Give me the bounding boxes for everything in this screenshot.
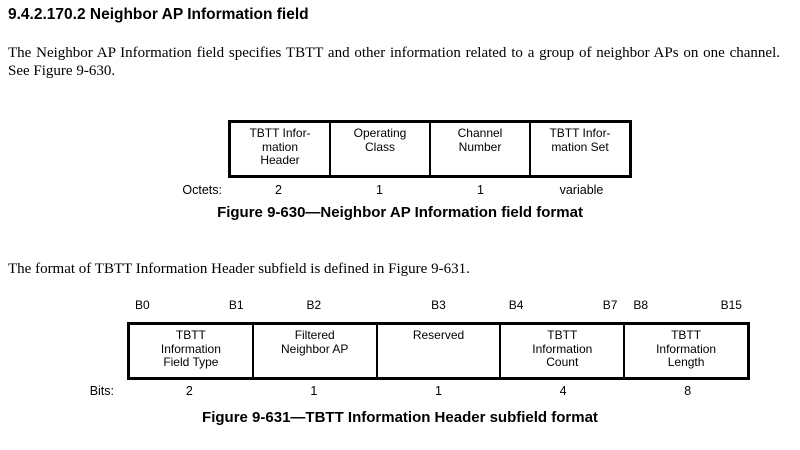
- field-cell-filtered-neighbor-ap: Filtered Neighbor AP: [251, 325, 376, 377]
- bits-value: 1: [435, 384, 442, 398]
- field-cell-tbtt-information-count: TBTT Information Count: [499, 325, 623, 377]
- bits-value: 8: [684, 384, 692, 398]
- field-cell-tbtt-information-header: TBTT Infor- mation Header: [249, 126, 311, 167]
- bit-range-label: B3: [376, 298, 501, 312]
- bit-end-label: B1: [228, 298, 244, 312]
- figure-631-caption: Figure 9-631—TBTT Information Header sub…: [202, 409, 598, 426]
- octets-value: 2: [275, 183, 282, 197]
- figure-631-field-row: TBTT Information Field Type Filtered Nei…: [127, 322, 750, 380]
- bit-center-label: B2: [306, 298, 322, 312]
- bits-value: 2: [185, 384, 193, 398]
- field-cell-reserved: Reserved: [375, 325, 500, 377]
- bits-value: 4: [559, 384, 567, 398]
- field-cell-operating-class: Operating Class: [329, 123, 429, 175]
- bit-end-label: B15: [720, 298, 742, 312]
- section-heading: 9.4.2.170.2 Neighbor AP Information fiel…: [8, 6, 309, 23]
- bits-size-row: Bits: 2 1 1 4 8: [0, 384, 750, 398]
- field-cell-tbtt-information-set: TBTT Infor- mation Set: [529, 123, 629, 175]
- octets-value: 1: [376, 183, 383, 197]
- bit-start-label: B0: [135, 298, 150, 312]
- field-cell-tbtt-information-length: TBTT Information Length: [623, 325, 747, 377]
- bit-range-label: B4 B7: [501, 298, 626, 312]
- bit-labels-row: B0 B1 B2 B3 B4 B7 B8 B15: [127, 298, 750, 312]
- bit-range-label: B8 B15: [625, 298, 750, 312]
- bit-end-label: B7: [602, 298, 618, 312]
- bit-range-label: B2: [252, 298, 377, 312]
- bit-start-label: B4: [508, 298, 524, 312]
- bits-value: 1: [310, 384, 318, 398]
- bits-label: Bits:: [89, 384, 114, 398]
- body-paragraph-1: The Neighbor AP Information field specif…: [8, 45, 780, 79]
- figure-630-caption: Figure 9-630—Neighbor AP Information fie…: [217, 204, 583, 221]
- octets-size-row: Octets: 2 1 1 variable: [0, 183, 632, 197]
- octets-value: variable: [559, 183, 604, 197]
- octets-value: 1: [477, 183, 484, 197]
- bit-start-label: B8: [633, 298, 649, 312]
- bit-range-label: B0 B1: [127, 298, 252, 312]
- field-cell-channel-number: Channel Number: [429, 123, 529, 175]
- bit-center-label: B3: [431, 298, 446, 312]
- octets-label: Octets:: [182, 183, 222, 197]
- figure-630-field-row: TBTT Infor- mation Header Operating Clas…: [228, 120, 632, 178]
- body-paragraph-2: The format of TBTT Information Header su…: [8, 261, 470, 277]
- field-cell-tbtt-information-field-type: TBTT Information Field Type: [160, 328, 221, 369]
